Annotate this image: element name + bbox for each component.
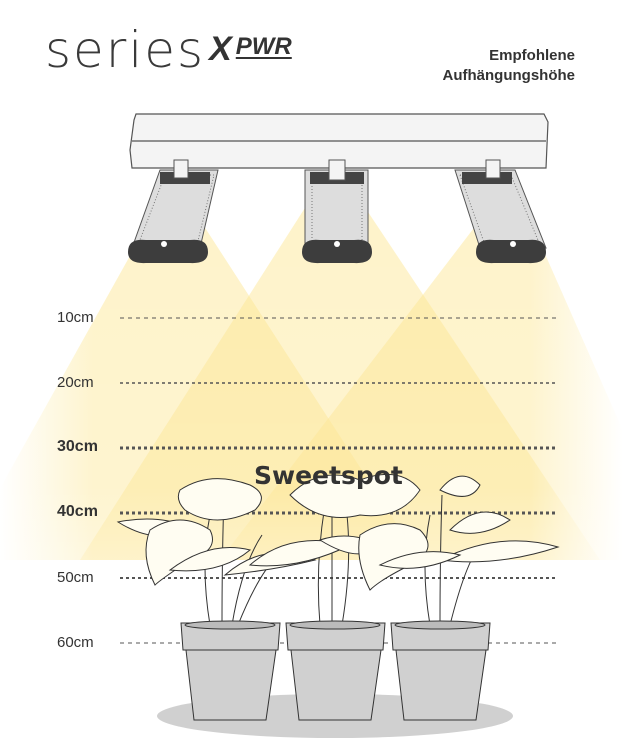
level-label-60: 60cm — [57, 634, 94, 651]
plant-right — [358, 475, 560, 626]
level-label-20: 20cm — [57, 374, 94, 391]
brand-series: series — [45, 21, 206, 79]
level-label-30: 30cm — [57, 438, 98, 455]
pot-center — [285, 620, 386, 721]
heading-line1: Empfohlene — [489, 47, 575, 64]
lamp-left — [128, 159, 219, 264]
level-label-10: 10cm — [57, 309, 94, 326]
sweetspot-label: Sweetspot — [254, 461, 403, 490]
heading: Empfohlene Aufhängungshöhe — [443, 46, 575, 86]
heading-line2: Aufhängungshöhe — [442, 67, 575, 84]
plants — [116, 473, 560, 626]
lamp-right — [454, 159, 547, 264]
brand-pwr: PWR — [235, 33, 292, 60]
pot-right — [390, 620, 491, 721]
pot-left — [180, 620, 281, 721]
pots — [180, 620, 491, 721]
level-label-40: 40cm — [57, 503, 98, 520]
level-label-50: 50cm — [57, 569, 94, 586]
brand-logo: series X PWR — [45, 20, 292, 80]
brand-x: X — [209, 30, 232, 68]
lamp-center — [302, 159, 372, 264]
